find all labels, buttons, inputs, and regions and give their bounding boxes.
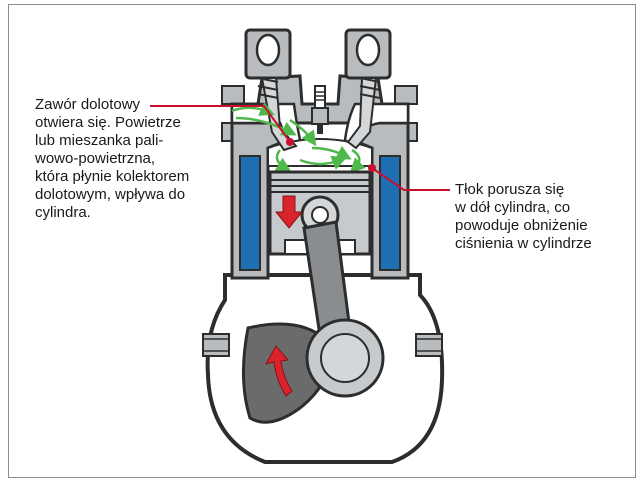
intake-valve-annotation: Zawór dolotowy otwiera się. Powietrze lu… (35, 96, 189, 222)
bolt-left (203, 334, 229, 356)
spark-plug-icon (312, 86, 328, 134)
coolant-jacket-left (240, 156, 260, 270)
crank-pin-inner (321, 334, 369, 382)
coolant-jacket-right (380, 156, 400, 270)
bolt-right (416, 334, 442, 356)
piston-annotation: Tłok porusza się w dół cylindra, co powo… (455, 181, 592, 253)
